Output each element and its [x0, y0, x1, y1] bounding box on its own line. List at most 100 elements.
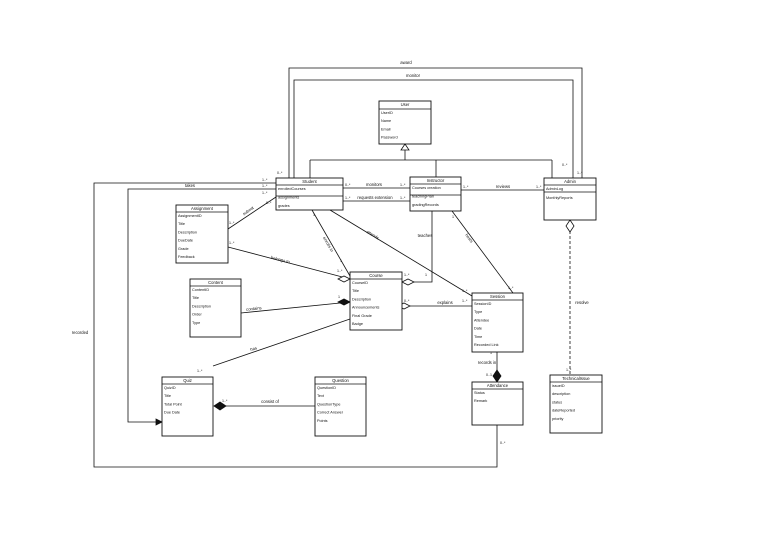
explains-label: explains — [437, 300, 452, 305]
class-name: Content — [208, 280, 224, 285]
class-name: Admin — [564, 179, 577, 184]
class-attribute: Recorded Link — [474, 343, 499, 347]
contains-label: contains — [246, 305, 262, 312]
records-diamond — [492, 369, 502, 383]
class-assignment: AssignmentAssignmentIDTitleDescriptionDu… — [175, 204, 229, 264]
multiplicity: 1 — [338, 295, 340, 299]
class-attribute: Badge — [352, 322, 363, 326]
class-attribute: Password — [381, 136, 398, 140]
multiplicity: 0..1 — [486, 373, 492, 377]
monitors-label: monitors — [366, 182, 382, 187]
award-label: award — [400, 60, 412, 65]
class-attribute: priority — [552, 417, 563, 421]
class-attribute: Time — [474, 335, 482, 339]
award-line — [288, 67, 583, 178]
submit-label: submit — [242, 205, 256, 217]
class-name: Quiz — [183, 378, 192, 383]
multiplicity: 1..* — [536, 185, 542, 189]
class-attribute: Courses creation — [412, 186, 441, 190]
multiplicity: 1 — [340, 259, 342, 263]
class-technicalissue: TechnicalIssueissueIDdescriptionstatusda… — [549, 374, 603, 434]
class-attribute: QuestionType — [317, 402, 340, 406]
multiplicity: 0..* — [345, 183, 351, 187]
consist-of-label: consist of — [261, 399, 280, 404]
belongs-to-line — [227, 246, 351, 280]
class-attribute: Correct Answer — [317, 411, 344, 415]
class-attribute: Due Date — [164, 411, 180, 415]
teaches-label: teaches — [418, 233, 433, 238]
class-name: Session — [490, 294, 506, 299]
class-attribute: DueDate — [178, 239, 193, 243]
class-name: TechnicalIssue — [562, 376, 590, 381]
recorded-line — [93, 182, 498, 468]
class-attribute: Feedback — [178, 255, 195, 259]
class-attribute: Description — [192, 304, 211, 308]
class-box — [378, 100, 432, 145]
class-attribute: Description — [352, 297, 371, 301]
multiplicity: 1..* — [577, 171, 583, 175]
contains-line — [240, 301, 351, 314]
multiplicity: 0..* — [404, 299, 410, 303]
multiplicity: 0..* — [562, 163, 568, 167]
takes-label: takes — [185, 183, 195, 188]
class-attribute: Type — [474, 310, 482, 314]
multiplicity: 1..* — [400, 183, 406, 187]
class-attribute: Total Point — [164, 402, 183, 406]
class-attribute: Points — [317, 419, 328, 423]
belongs-diamond — [337, 275, 351, 283]
multiplicity: 1..* — [229, 221, 235, 225]
multiplicity: 1..* — [463, 185, 469, 189]
submit-line — [227, 196, 277, 230]
class-attribute: Title — [178, 222, 185, 226]
multiplicity: 1 — [313, 213, 315, 217]
class-attribute: Email — [381, 127, 391, 131]
reviews-label: reviews — [496, 184, 510, 189]
class-attribute: Attendee — [474, 318, 489, 322]
association-lines — [93, 67, 583, 468]
inheritance-arrowhead — [400, 143, 410, 151]
class-attribute: issueID — [552, 384, 565, 388]
multiplicity: 1..* — [222, 399, 228, 403]
attends-label: attends — [366, 229, 380, 240]
monitor-label: monitor — [406, 73, 421, 78]
class-attribute: Order — [192, 313, 202, 317]
class-content: ContentContentIDTitleDescriptionOrderTyp… — [189, 278, 242, 338]
class-box — [471, 381, 524, 426]
multiplicity: 1..* — [462, 289, 468, 293]
class-attribute: status — [552, 400, 562, 404]
class-attribute: AdminLog — [546, 187, 563, 191]
multiplicity: 1 — [452, 215, 454, 219]
enrolls-in-label: enrolls in — [322, 236, 335, 254]
class-name: Question — [332, 378, 349, 383]
multiplicity: 1..* — [337, 269, 343, 273]
multiplicity: 1..* — [462, 299, 468, 303]
class-box — [549, 374, 603, 434]
class-attribute: Name — [381, 119, 391, 123]
class-attribute: Remark — [474, 399, 487, 403]
multiplicity: 1..* — [262, 184, 268, 188]
multiplicity: 1..* — [566, 368, 572, 372]
belongs-to-label: belongs to — [270, 255, 291, 265]
hosts-label: hosts — [464, 233, 474, 244]
class-box — [349, 271, 403, 331]
multiplicity: 1..* — [400, 196, 406, 200]
teaches-line — [402, 211, 433, 283]
class-attribute: Text — [317, 394, 325, 398]
requests-extension-label: requests extension — [357, 195, 393, 200]
teaches-diamond — [401, 278, 415, 286]
class-attribute: dateReported — [552, 409, 575, 413]
class-box — [189, 278, 242, 338]
class-box — [175, 204, 229, 264]
multiplicity: 0..* — [266, 201, 272, 205]
multiplicity-labels: 0..* 1..* 1..* 1..* 0..* 1..* 0..* 1..* … — [197, 163, 583, 445]
class-attribute: QuestionID — [317, 386, 336, 390]
class-attribute: assignments — [278, 196, 299, 200]
multiplicity: 1..* — [508, 286, 514, 290]
class-box — [409, 176, 462, 212]
class-attribute: enrolledCourses — [278, 187, 306, 191]
multiplicity: 1..* — [404, 273, 410, 277]
